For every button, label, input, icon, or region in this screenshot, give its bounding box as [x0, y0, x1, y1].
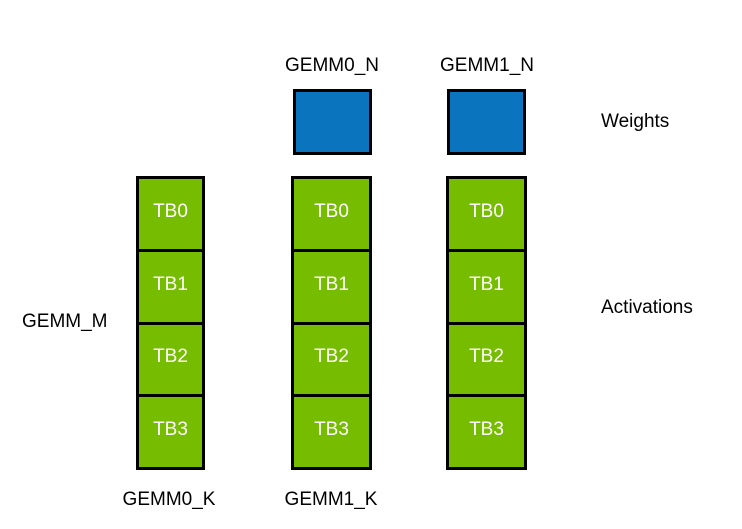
activation-column-1: TB0 TB1 TB2 TB3 — [291, 176, 372, 470]
weight-block-0 — [293, 89, 372, 155]
activation-cell: TB2 — [294, 321, 369, 395]
activation-cell-label: TB3 — [314, 419, 349, 441]
activation-cell-label: TB0 — [469, 200, 504, 222]
activation-cell-label: TB1 — [314, 273, 349, 295]
activation-cell: TB2 — [449, 321, 524, 395]
top-label-gemm0-n-line1: GEMM0_N — [285, 55, 379, 76]
row-label-weights: Weights — [601, 111, 670, 132]
activation-cell: TB1 — [294, 248, 369, 322]
activation-cell: TB0 — [294, 179, 369, 249]
activation-cell: TB1 — [449, 248, 524, 322]
activation-cell-label: TB0 — [153, 200, 188, 222]
bottom-label-gemm1-k: GEMM1_K — [284, 489, 378, 510]
activation-cell-label: TB0 — [314, 200, 349, 222]
activation-cell: TB3 — [139, 394, 202, 467]
bottom-label-gemm0-k: GEMM0_K — [122, 489, 216, 510]
activation-column-2: TB0 TB1 TB2 TB3 — [446, 176, 527, 470]
activation-cell-label: TB1 — [153, 273, 188, 295]
left-label-gemm-m: GEMM_M — [22, 311, 108, 332]
activation-cell: TB2 — [139, 321, 202, 395]
activation-cell: TB3 — [449, 394, 524, 467]
top-label-gemm1-n-line1: GEMM1_N — [440, 55, 534, 76]
activation-cell-label: TB3 — [469, 419, 504, 441]
activation-cell-label: TB2 — [153, 346, 188, 368]
activation-cell: TB0 — [449, 179, 524, 249]
activation-cell-label: TB2 — [469, 346, 504, 368]
activation-column-0: TB0 TB1 TB2 TB3 — [136, 176, 205, 470]
activation-cell: TB3 — [294, 394, 369, 467]
activation-cell-label: TB3 — [153, 419, 188, 441]
weight-block-1 — [447, 89, 526, 155]
activation-cell-label: TB2 — [314, 346, 349, 368]
activation-cell: TB0 — [139, 179, 202, 249]
row-label-activations: Activations — [601, 297, 693, 318]
activation-cell-label: TB1 — [469, 273, 504, 295]
activation-cell: TB1 — [139, 248, 202, 322]
